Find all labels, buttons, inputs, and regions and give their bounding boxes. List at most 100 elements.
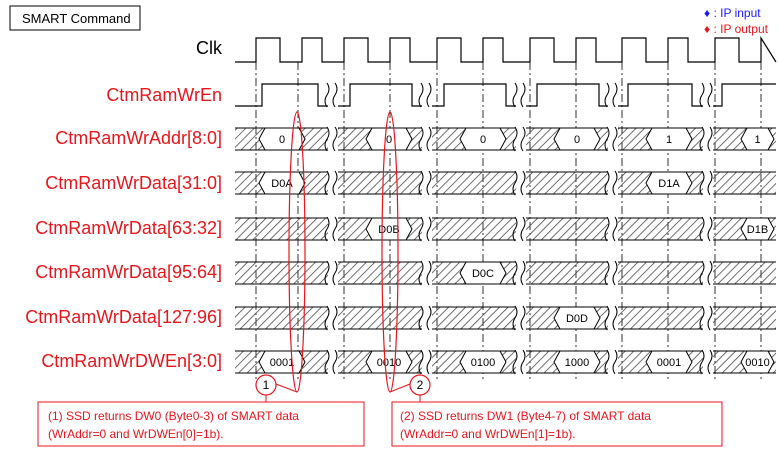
break-mark <box>512 82 526 108</box>
signal-label-clk: Clk <box>196 38 223 58</box>
diagram-title: SMART Command <box>22 11 131 26</box>
bus-value-text: 0100 <box>471 357 495 369</box>
time-break-marks <box>324 82 713 375</box>
annotation-1-line-1: (1) SSD returns DW0 (Byte0-3) of SMART d… <box>48 409 299 423</box>
break-mark <box>604 216 618 242</box>
break-mark <box>418 82 432 108</box>
signal-label-wrdata-63-32: CtmRamWrData[63:32] <box>35 218 222 238</box>
break-mark <box>699 305 713 331</box>
bus-value-box <box>459 261 507 285</box>
bus-row-3: D0C <box>235 261 776 285</box>
bus-value-text: 0 <box>279 134 285 146</box>
break-mark <box>418 260 432 286</box>
legend: ♦ : IP input ♦ : IP output <box>704 6 769 36</box>
bus-value-text: D0D <box>566 313 588 325</box>
annotation-box-2: (2) SSD returns DW1 (Byte4-7) of SMART d… <box>391 401 723 447</box>
annotation-1-line-2: (WrAddr=0 and WrDWEn[0]=1b). <box>48 427 224 441</box>
svg-text:2: 2 <box>417 378 424 392</box>
callout-number-2: 2 <box>409 374 431 396</box>
break-mark <box>418 305 432 331</box>
legend-ip-input-label: : IP input <box>710 6 761 20</box>
bus-value-box <box>740 127 775 151</box>
break-mark <box>418 349 432 375</box>
bus-value-text: 1000 <box>565 357 589 369</box>
bus-value-box <box>553 350 601 374</box>
annotation-2-line-1: (2) SSD returns DW1 (Byte4-7) of SMART d… <box>400 409 651 423</box>
legend-ip-output-diamond-icon: ♦ <box>704 22 710 36</box>
bus-value-box <box>459 127 507 151</box>
bus-value-box <box>645 350 693 374</box>
bus-value-box <box>645 127 693 151</box>
break-mark <box>604 305 618 331</box>
clk-waveform <box>235 35 777 63</box>
bus-value-text: D0A <box>271 178 293 190</box>
bus-value-text: D1B <box>747 224 768 236</box>
break-mark <box>604 260 618 286</box>
bus-value-box <box>740 350 775 374</box>
bus-value-box <box>365 350 413 374</box>
legend-ip-input-diamond-icon: ♦ <box>704 6 710 20</box>
bus-value-box <box>553 306 601 330</box>
break-mark <box>418 170 432 196</box>
bus-value-box <box>459 350 507 374</box>
callout-number-1: 1 <box>255 374 277 396</box>
break-mark <box>324 349 338 375</box>
break-mark <box>604 349 618 375</box>
signal-label-wraddr: CtmRamWrAddr[8:0] <box>55 128 222 148</box>
break-mark <box>324 305 338 331</box>
bus-value-text: 0001 <box>270 357 294 369</box>
svg-text:1: 1 <box>263 378 270 392</box>
signal-label-wrdata-31-0: CtmRamWrData[31:0] <box>45 173 222 193</box>
highlight-ellipse-1 <box>288 111 306 393</box>
break-mark <box>324 170 338 196</box>
break-mark <box>512 305 526 331</box>
break-mark <box>604 126 618 152</box>
clock-edge-guides <box>255 62 762 380</box>
break-mark <box>699 170 713 196</box>
bus-row-2: D0B D1B <box>235 217 776 241</box>
bus-value-text: 0 <box>574 134 580 146</box>
bus-value-text: 0001 <box>657 357 681 369</box>
callout-leader-2 <box>389 383 411 393</box>
bus-value-box <box>740 217 775 241</box>
bus-value-box <box>258 350 306 374</box>
break-mark <box>418 216 432 242</box>
callout-leader-1 <box>275 383 298 393</box>
break-mark <box>699 126 713 152</box>
break-mark <box>604 170 618 196</box>
signal-label-wrdata-95-64: CtmRamWrData[95:64] <box>35 262 222 282</box>
bus-value-text: D1A <box>658 178 680 190</box>
bus-value-text: 0 <box>386 134 392 146</box>
signal-label-dwen: CtmRamWrDWEn[3:0] <box>41 351 222 371</box>
break-mark <box>699 260 713 286</box>
bus-value-box <box>645 171 693 195</box>
break-mark <box>512 349 526 375</box>
break-mark <box>512 126 526 152</box>
legend-ip-output: ♦ : IP output <box>704 22 769 36</box>
bus-value-text: D0B <box>378 224 399 236</box>
bus-row-4: D0D <box>235 306 776 330</box>
annotation-2-line-2: (WrAddr=0 and WrDWEn[1]=1b). <box>400 427 576 441</box>
break-mark <box>512 216 526 242</box>
break-mark <box>324 216 338 242</box>
bus-value-box <box>365 127 413 151</box>
bus-value-text: D0C <box>472 268 494 280</box>
bus-value-box <box>553 127 601 151</box>
break-mark <box>699 349 713 375</box>
bus-value-box <box>258 171 306 195</box>
bus-value-text: 0010 <box>377 357 401 369</box>
title-box: SMART Command <box>9 5 141 31</box>
break-mark <box>512 170 526 196</box>
bus-row-1: D0A D1A <box>235 171 776 195</box>
bus-value-box <box>365 217 413 241</box>
bus-value-text: 1 <box>666 134 672 146</box>
break-mark <box>699 216 713 242</box>
break-mark <box>512 260 526 286</box>
break-mark <box>324 260 338 286</box>
bus-value-box <box>258 127 306 151</box>
legend-ip-input: ♦ : IP input <box>704 6 761 20</box>
legend-ip-output-label: : IP output <box>710 22 768 36</box>
